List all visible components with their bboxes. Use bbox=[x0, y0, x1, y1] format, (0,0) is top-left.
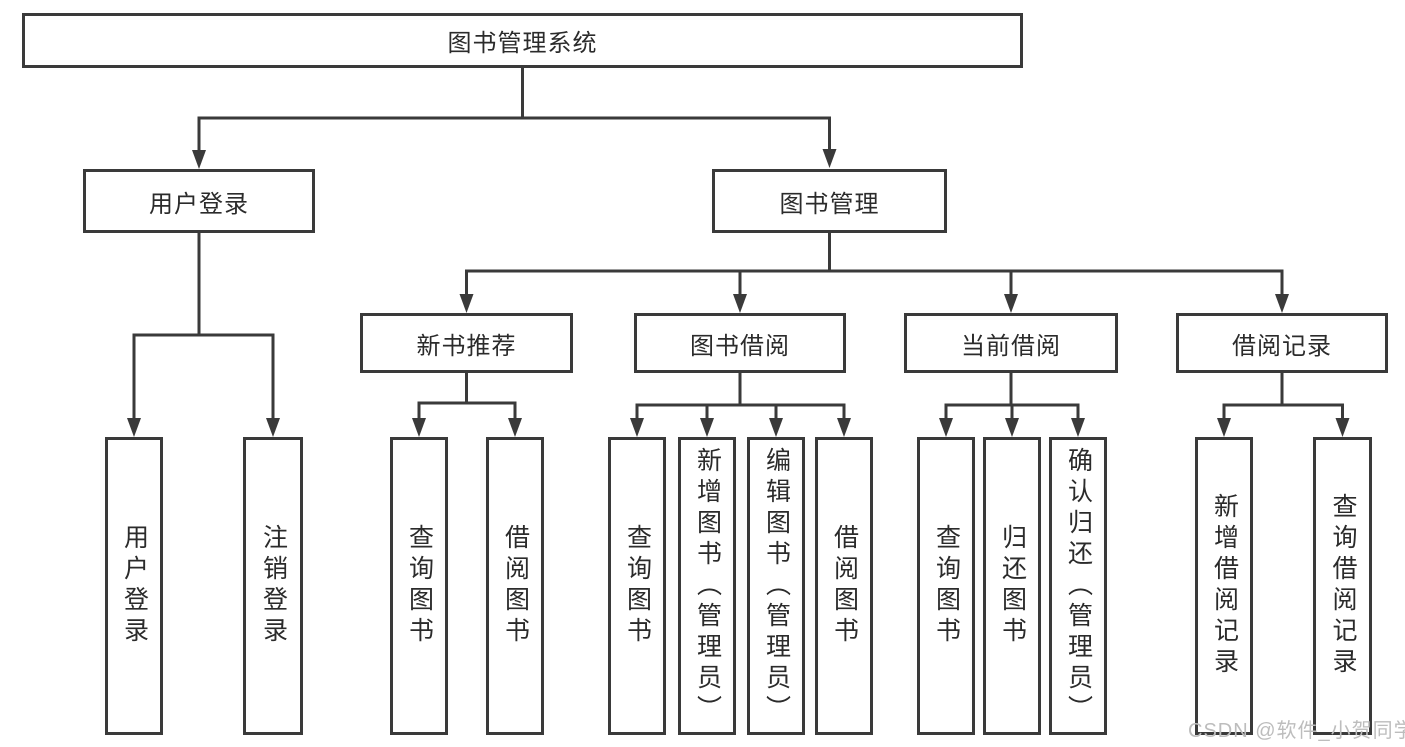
node-new-book-recommendation: 新书推荐 bbox=[360, 313, 573, 373]
node-label: 用户登录 bbox=[120, 524, 149, 648]
node-current-borrowing: 当前借阅 bbox=[904, 313, 1118, 373]
leaf-return-books: 归还图书 bbox=[983, 437, 1041, 735]
watermark: CSDN @软件_小贺同学 bbox=[1188, 720, 1405, 742]
node-label: 新书推荐 bbox=[416, 332, 517, 360]
leaf-add-borrow-record: 新增借阅记录 bbox=[1195, 437, 1253, 735]
node-label: 当前借阅 bbox=[961, 332, 1061, 360]
leaf-borrow-books-recommend: 借阅图书 bbox=[486, 437, 544, 735]
node-book-borrowing: 图书借阅 bbox=[634, 313, 846, 373]
node-label: 图书管理系统 bbox=[447, 30, 598, 57]
node-library-management-system: 图书管理系统 bbox=[22, 13, 1023, 68]
leaf-edit-books-admin: 编辑图书（管理员） bbox=[747, 437, 805, 735]
leaf-logout: 注销登录 bbox=[243, 437, 303, 735]
node-label: 查询图书 bbox=[932, 524, 961, 648]
node-label: 借阅记录 bbox=[1232, 332, 1332, 360]
node-label: 图书借阅 bbox=[690, 332, 790, 360]
node-label: 归还图书 bbox=[998, 524, 1027, 648]
node-label: 借阅图书 bbox=[501, 524, 530, 648]
node-label: 确认归还（管理员） bbox=[1064, 446, 1093, 726]
node-label: 查询借阅记录 bbox=[1329, 493, 1357, 679]
node-label: 注销登录 bbox=[259, 524, 288, 648]
node-book-management: 图书管理 bbox=[712, 169, 947, 233]
node-label: 用户登录 bbox=[149, 190, 249, 218]
leaf-query-books-current: 查询图书 bbox=[917, 437, 975, 735]
node-borrowing-records: 借阅记录 bbox=[1176, 313, 1388, 373]
leaf-borrow-books: 借阅图书 bbox=[815, 437, 873, 735]
node-label: 新增图书（管理员） bbox=[693, 446, 722, 726]
leaf-confirm-return-admin: 确认归还（管理员） bbox=[1049, 437, 1107, 735]
node-user-login: 用户登录 bbox=[83, 169, 315, 233]
node-label: 图书管理 bbox=[779, 190, 880, 218]
node-label: 编辑图书（管理员） bbox=[762, 446, 791, 726]
node-label: 借阅图书 bbox=[830, 524, 859, 648]
leaf-query-books-recommend: 查询图书 bbox=[390, 437, 448, 735]
leaf-user-login: 用户登录 bbox=[105, 437, 163, 735]
arrowheads bbox=[127, 149, 1350, 437]
leaf-add-books-admin: 新增图书（管理员） bbox=[678, 437, 736, 735]
leaf-query-borrow-record: 查询借阅记录 bbox=[1313, 437, 1372, 735]
node-label: 新增借阅记录 bbox=[1210, 493, 1239, 679]
node-label: 查询图书 bbox=[623, 524, 652, 648]
node-label: 查询图书 bbox=[405, 524, 434, 648]
leaf-query-books-borrow: 查询图书 bbox=[608, 437, 666, 735]
